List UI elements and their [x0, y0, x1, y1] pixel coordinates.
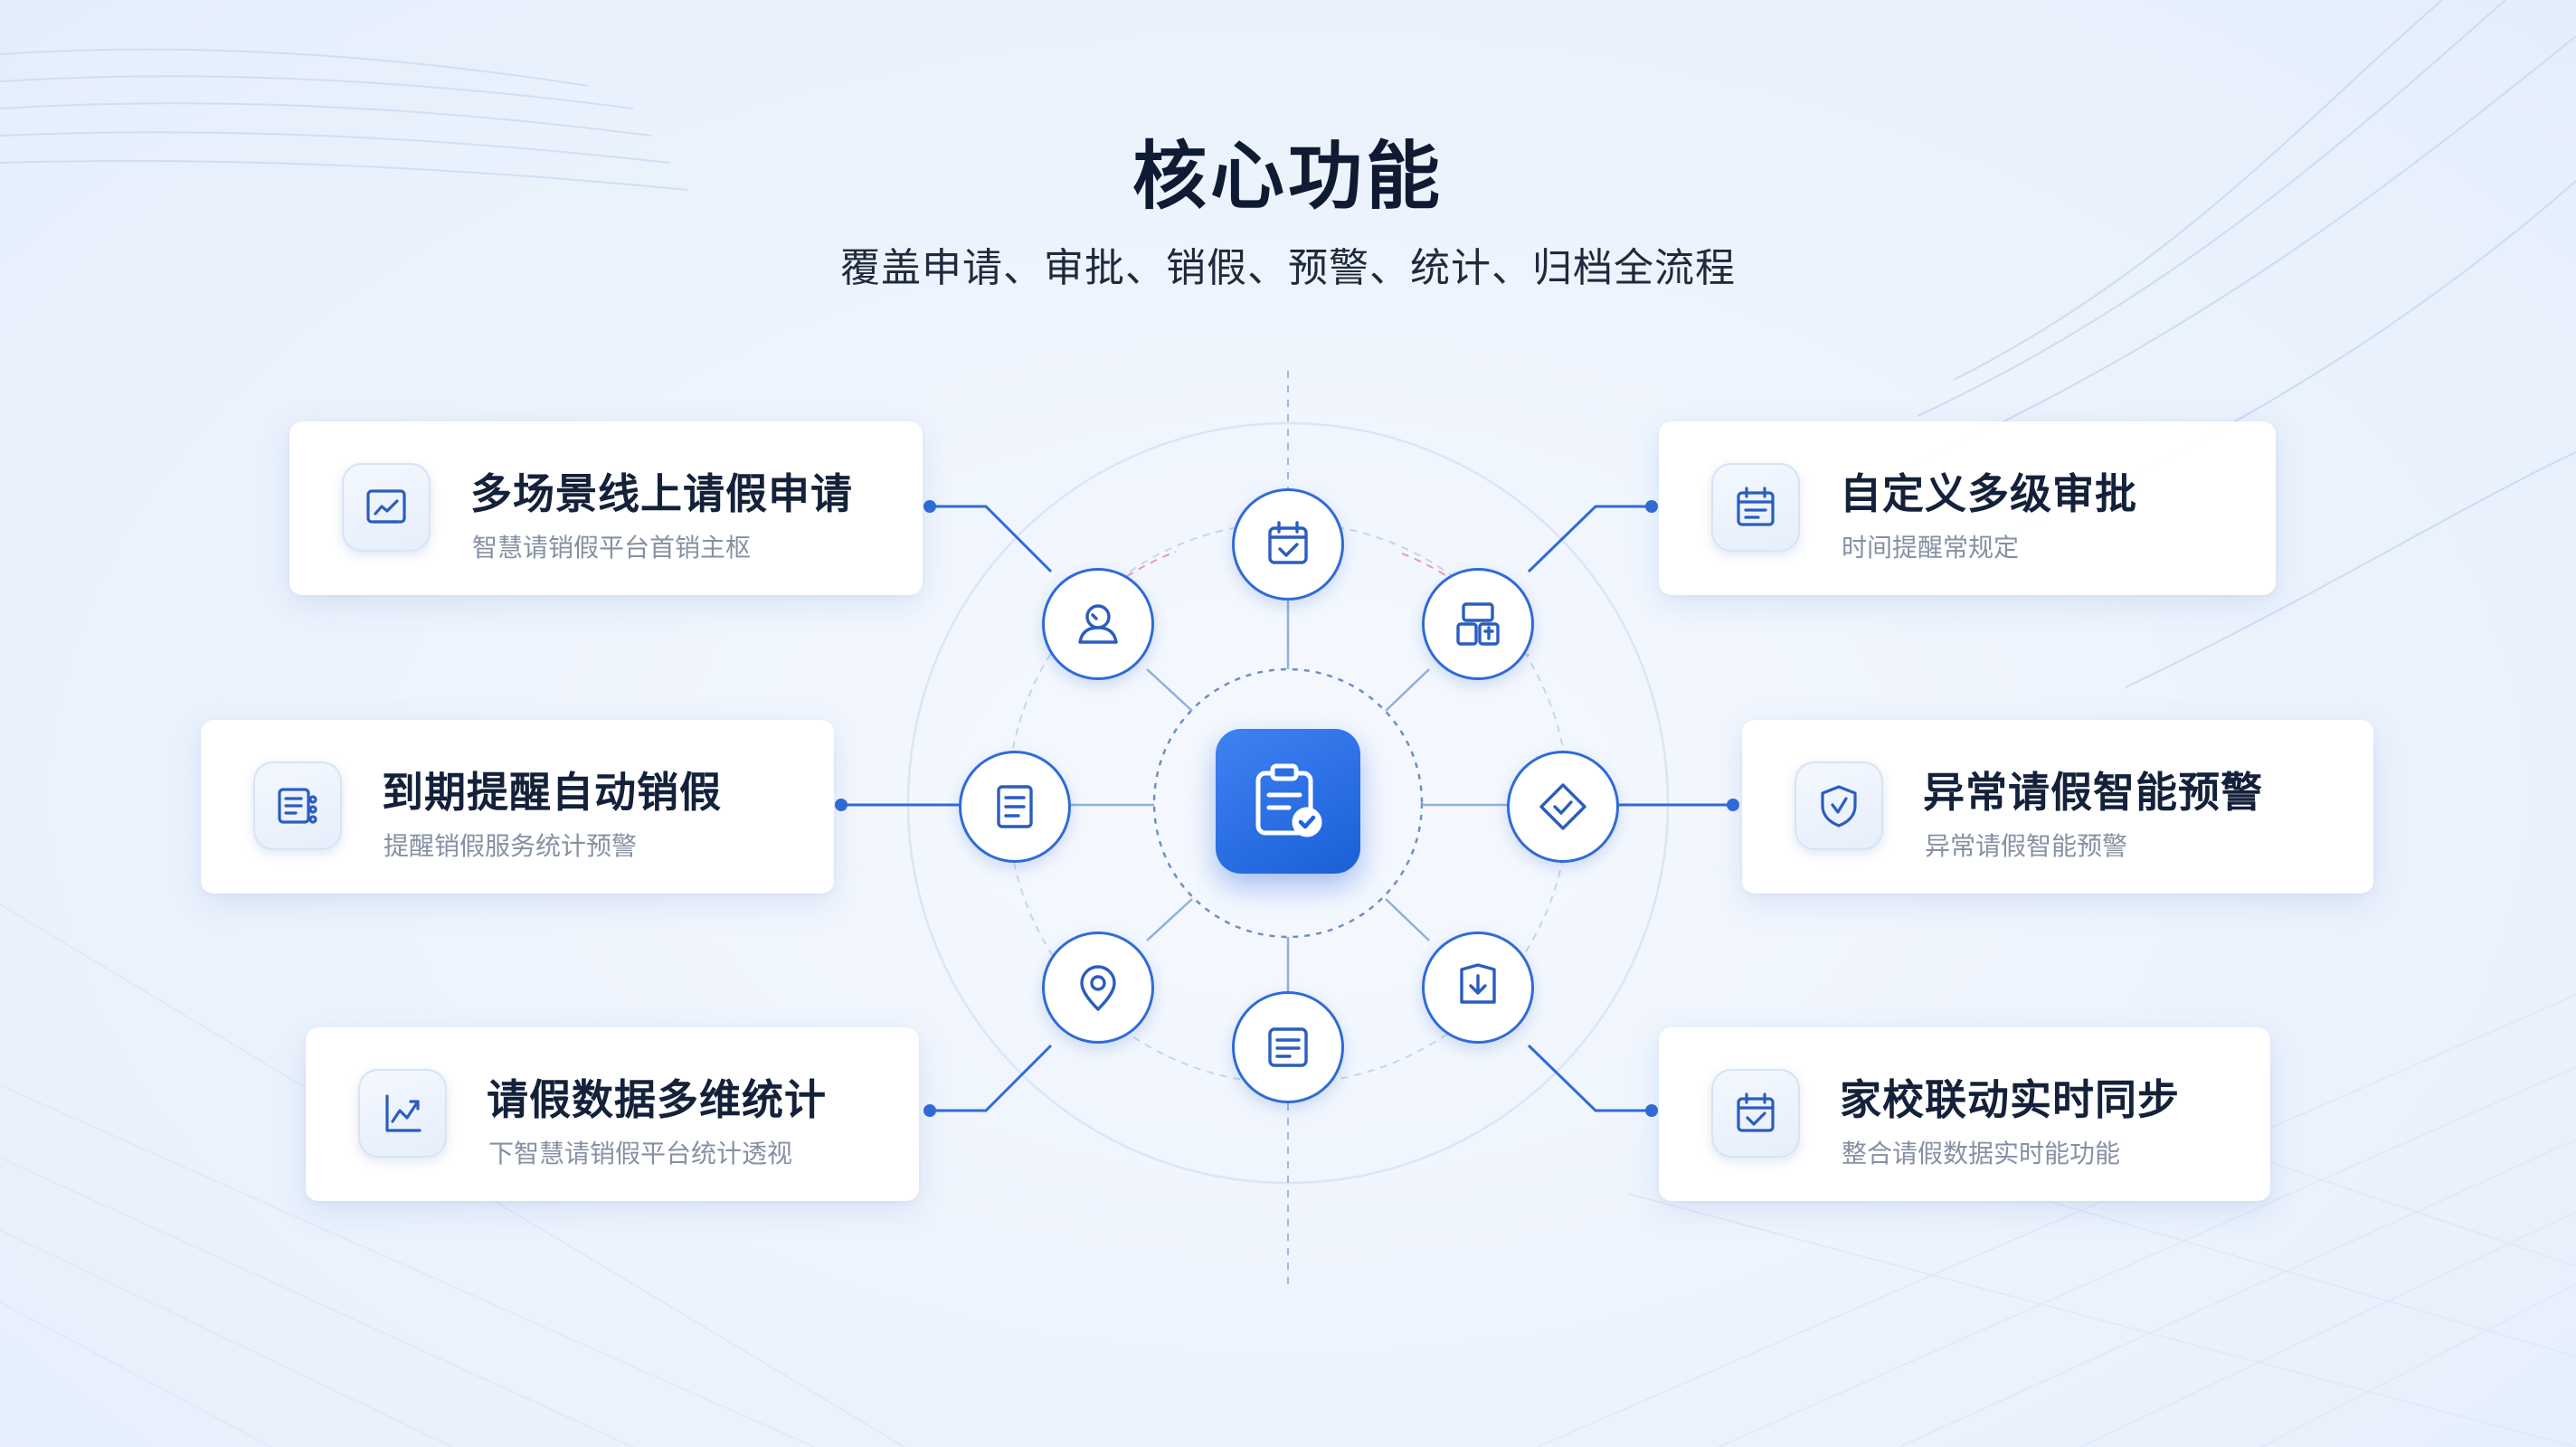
feature-title: 自定义多级审批 — [1840, 469, 2137, 518]
clipboard-check-icon — [1255, 763, 1322, 837]
connector-feature-3 — [930, 1044, 1053, 1112]
inner-ring — [1152, 667, 1424, 939]
spoke-bottom-left — [1146, 898, 1193, 941]
feature-desc: 时间提醒常规定 — [1842, 533, 2020, 563]
feature-title: 请假数据多维统计 — [487, 1075, 827, 1124]
connector-feature-6 — [1527, 1044, 1652, 1112]
node-diamond-check[interactable] — [1507, 751, 1619, 863]
feature-card-auto-cancel[interactable]: 到期提醒自动销假 提醒销假服务统计预警 — [201, 720, 834, 894]
feature-card-home-school-sync[interactable]: 家校联动实时同步 整合请假数据实时能功能 — [1659, 1027, 2270, 1201]
feature-title: 家校联动实时同步 — [1840, 1075, 2180, 1124]
location-pin-icon — [1080, 965, 1116, 1011]
statistics-icon — [358, 1069, 447, 1158]
feature-desc: 提醒销假服务统计预警 — [384, 831, 638, 861]
page-title: 核心功能 — [1132, 134, 1444, 220]
feature-title: 多场景线上请假申请 — [470, 469, 853, 518]
diamond-check-icon — [1539, 783, 1586, 830]
node-calendar-check[interactable] — [1232, 488, 1344, 601]
shield-download-icon — [1460, 963, 1496, 1004]
page-subtitle: 覆盖申请、审批、销假、预警、统计、归档全流程 — [840, 245, 1736, 291]
node-location-pin[interactable] — [1042, 932, 1154, 1044]
feature-card-statistics[interactable]: 请假数据多维统计 下智慧请销假平台统计透视 — [306, 1027, 919, 1201]
calendar-check-icon — [1711, 1069, 1800, 1158]
feature-card-multi-approval[interactable]: 自定义多级审批 时间提醒常规定 — [1659, 421, 2276, 595]
layout-icon — [1456, 602, 1500, 646]
node-document[interactable] — [959, 751, 1071, 863]
connector-dot-4 — [1645, 500, 1658, 513]
connector-dot-3 — [923, 1104, 936, 1117]
feature-desc: 异常请假智能预警 — [1925, 831, 2128, 861]
feature-card-abnormal-warning[interactable]: 异常请假智能预警 异常请假智能预警 — [1742, 720, 2373, 894]
shield-alert-icon — [1795, 761, 1883, 850]
spoke-top-left — [1146, 668, 1193, 712]
feature-desc: 整合请假数据实时能功能 — [1842, 1139, 2121, 1168]
form-icon — [1268, 1027, 1308, 1067]
node-shield-download[interactable] — [1422, 932, 1534, 1044]
feature-title: 到期提醒自动销假 — [382, 768, 722, 817]
node-user[interactable] — [1042, 568, 1154, 680]
spoke-bottom-right — [1385, 898, 1430, 941]
connector-feature-4 — [1527, 505, 1652, 573]
feature-desc: 智慧请销假平台首销主枢 — [472, 533, 752, 563]
user-icon — [1078, 604, 1118, 644]
node-layout[interactable] — [1422, 568, 1534, 680]
list-reminder-icon — [253, 761, 342, 850]
center-hub[interactable] — [1216, 729, 1360, 874]
connector-dot-1 — [923, 500, 936, 513]
calendar-check-icon — [1268, 521, 1308, 564]
node-form[interactable] — [1232, 991, 1344, 1103]
document-icon — [997, 785, 1033, 828]
feature-title: 异常请假智能预警 — [1923, 768, 2263, 817]
connector-dot-2 — [835, 799, 848, 811]
approval-calendar-icon — [1711, 463, 1800, 552]
feature-card-online-leave[interactable]: 多场景线上请假申请 智慧请销假平台首销主枢 — [289, 421, 923, 595]
feature-desc: 下智慧请销假平台统计透视 — [488, 1139, 793, 1168]
connector-dot-6 — [1645, 1104, 1658, 1117]
spoke-top-right — [1385, 668, 1430, 712]
connector-dot-5 — [1727, 799, 1739, 811]
connector-feature-1 — [930, 505, 1053, 573]
leave-form-icon — [342, 463, 431, 552]
